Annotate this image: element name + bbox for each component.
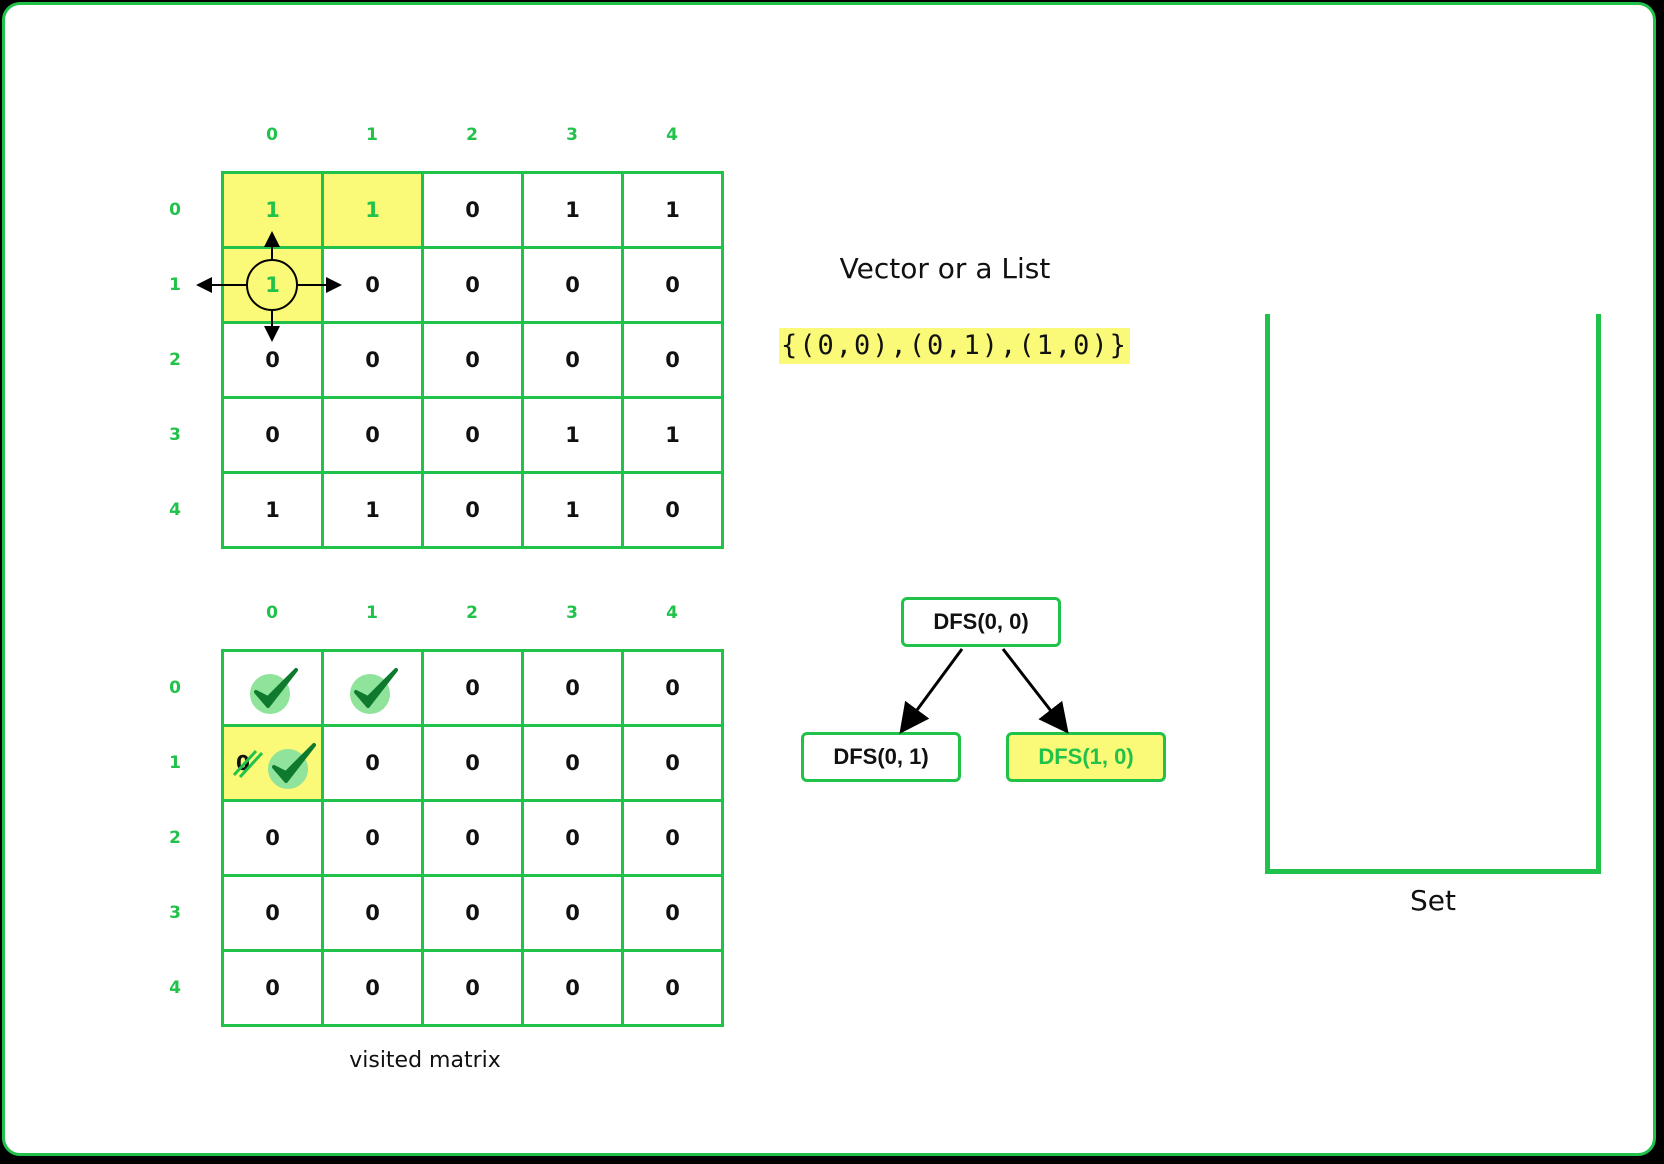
grid-cell-1-1: 0 [324, 249, 424, 324]
row-index-0: 0 [169, 200, 181, 220]
vector-content: {(0,0),(0,1),(1,0)} [779, 328, 1130, 364]
column-index-2: 2 [466, 603, 478, 623]
visited-cell-3-0: 0 [224, 877, 324, 952]
visited-cell-0-3: 0 [524, 652, 624, 727]
grid-cell-4-3: 1 [524, 474, 624, 549]
visited-cell-0-2: 0 [424, 652, 524, 727]
grid-cell-4-2: 0 [424, 474, 524, 549]
column-index-3: 3 [566, 603, 578, 623]
visited-cell-0-0 [224, 652, 324, 727]
dfs-child-node-0-1: DFS(0, 1) [801, 732, 961, 782]
column-index-1: 1 [366, 125, 378, 145]
grid-cell-2-0: 0 [224, 324, 324, 399]
strike-icon [232, 749, 264, 779]
grid-cell-3-4: 1 [624, 399, 724, 474]
set-label: Set [1410, 884, 1456, 917]
row-index-2: 2 [169, 828, 181, 848]
grid-cell-2-4: 0 [624, 324, 724, 399]
row-index-3: 3 [169, 903, 181, 923]
visited-cell-3-4: 0 [624, 877, 724, 952]
row-index-4: 4 [169, 978, 181, 998]
row-index-3: 3 [169, 425, 181, 445]
column-index-0: 0 [266, 125, 278, 145]
visited-cell-2-1: 0 [324, 802, 424, 877]
visited-cell-3-2: 0 [424, 877, 524, 952]
check-icon [350, 668, 398, 714]
grid-cell-3-2: 0 [424, 399, 524, 474]
grid-cell-2-1: 0 [324, 324, 424, 399]
grid-cell-0-2: 0 [424, 174, 524, 249]
vector-label: Vector or a List [839, 252, 1051, 285]
grid-cell-2-2: 0 [424, 324, 524, 399]
grid-cell-4-1: 1 [324, 474, 424, 549]
grid-cell-3-3: 1 [524, 399, 624, 474]
visited-matrix-caption: visited matrix [349, 1048, 501, 1073]
row-index-4: 4 [169, 500, 181, 520]
visited-cell-4-4: 0 [624, 952, 724, 1027]
grid-cell-0-4: 1 [624, 174, 724, 249]
check-icon [250, 668, 298, 714]
column-index-4: 4 [666, 603, 678, 623]
visited-cell-1-3: 0 [524, 727, 624, 802]
grid-cell-3-1: 0 [324, 399, 424, 474]
grid-cell-2-3: 0 [524, 324, 624, 399]
visited-cell-4-1: 0 [324, 952, 424, 1027]
visited-cell-3-3: 0 [524, 877, 624, 952]
grid-cell-3-0: 0 [224, 399, 324, 474]
visited-cell-1-4: 0 [624, 727, 724, 802]
grid-cell-0-0: 1 [224, 174, 324, 249]
dfs-child-node-1-0: DFS(1, 0) [1006, 732, 1166, 782]
column-index-2: 2 [466, 125, 478, 145]
visited-cell-1-1: 0 [324, 727, 424, 802]
row-index-1: 1 [169, 275, 181, 295]
grid-cell-4-0: 1 [224, 474, 324, 549]
column-index-4: 4 [666, 125, 678, 145]
check-icon [268, 743, 316, 789]
visited-cell-4-2: 0 [424, 952, 524, 1027]
visited-cell-2-3: 0 [524, 802, 624, 877]
visited-cell-4-0: 0 [224, 952, 324, 1027]
grid-cell-0-1: 1 [324, 174, 424, 249]
visited-cell-3-1: 0 [324, 877, 424, 952]
row-index-0: 0 [169, 678, 181, 698]
grid-cell-1-4: 0 [624, 249, 724, 324]
row-index-2: 2 [169, 350, 181, 370]
visited-cell-1-0: 0 [224, 727, 324, 802]
column-index-0: 0 [266, 603, 278, 623]
grid-cell-0-3: 1 [524, 174, 624, 249]
visited-cell-2-0: 0 [224, 802, 324, 877]
row-index-1: 1 [169, 753, 181, 773]
visited-cell-0-1 [324, 652, 424, 727]
grid-cell-1-3: 0 [524, 249, 624, 324]
grid-cell-1-0: 1 [224, 249, 324, 324]
visited-cell-2-4: 0 [624, 802, 724, 877]
grid-cell-4-4: 0 [624, 474, 724, 549]
grid-cell-1-2: 0 [424, 249, 524, 324]
visited-cell-2-2: 0 [424, 802, 524, 877]
visited-cell-0-4: 0 [624, 652, 724, 727]
column-index-1: 1 [366, 603, 378, 623]
visited-cell-1-2: 0 [424, 727, 524, 802]
set-container [1265, 314, 1601, 874]
dfs-root-node: DFS(0, 0) [901, 597, 1061, 647]
visited-cell-4-3: 0 [524, 952, 624, 1027]
column-index-3: 3 [566, 125, 578, 145]
